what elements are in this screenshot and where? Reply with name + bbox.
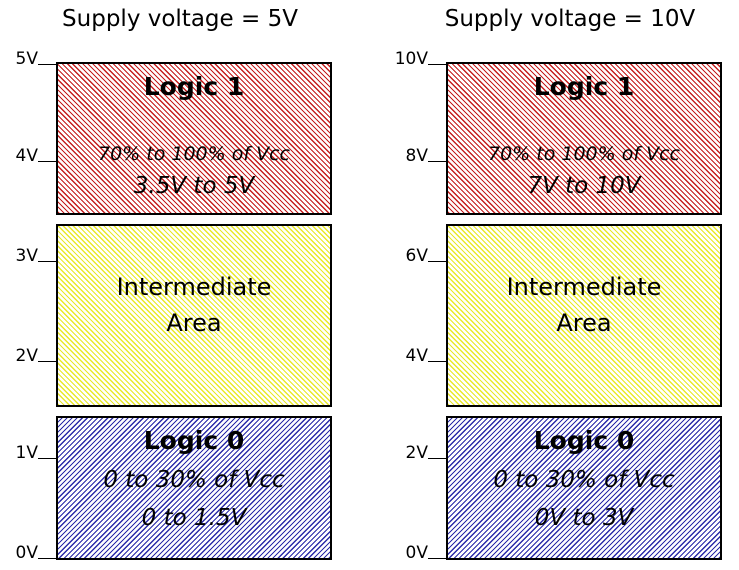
- y-tick: 1V: [0, 443, 56, 463]
- y-tick-label: 2V: [405, 443, 428, 463]
- y-tick-mark: [428, 64, 446, 65]
- panel-title: Supply voltage = 10V: [444, 6, 696, 32]
- intermediate-region: Intermediate Area: [446, 224, 722, 407]
- y-tick-mark: [38, 261, 56, 262]
- y-tick: 4V: [390, 346, 446, 366]
- logic-1-heading: Logic 1: [533, 72, 635, 101]
- y-tick-mark: [428, 458, 446, 459]
- intermediate-label-line1: Intermediate: [506, 273, 662, 301]
- y-tick-label: 0V: [405, 543, 428, 563]
- intermediate-label-line2: Area: [556, 309, 612, 337]
- intermediate-label-line2: Area: [166, 309, 222, 337]
- y-tick: 2V: [390, 443, 446, 463]
- y-tick-label: 5V: [15, 49, 38, 69]
- logic-0-voltage-range: 0 to 1.5V: [141, 505, 247, 531]
- y-tick-label: 4V: [15, 146, 38, 166]
- y-tick-mark: [428, 261, 446, 262]
- y-tick: 3V: [0, 246, 56, 266]
- y-tick: 8V: [390, 146, 446, 166]
- y-tick-mark: [428, 161, 446, 162]
- logic-1-region: Logic 1 70% to 100% of Vcc 3.5V to 5V: [56, 62, 332, 215]
- logic-0-voltage-range: 0V to 3V: [534, 505, 634, 531]
- y-tick-mark: [38, 64, 56, 65]
- logic-1-percent-range: 70% to 100% of Vcc: [488, 143, 680, 165]
- y-tick-mark: [38, 558, 56, 559]
- panel-title: Supply voltage = 5V: [62, 6, 298, 32]
- y-tick-label: 6V: [405, 246, 428, 266]
- y-tick-label: 8V: [405, 146, 428, 166]
- y-tick: 0V: [390, 543, 446, 563]
- y-tick-label: 2V: [15, 346, 38, 366]
- y-tick: 5V: [0, 49, 56, 69]
- y-tick: 0V: [0, 543, 56, 563]
- logic-0-percent-range: 0 to 30% of Vcc: [103, 467, 285, 493]
- panel-supply-10v: Supply voltage = 10V 10V 8V 6V 4V 2V 0V …: [390, 0, 739, 570]
- y-tick-mark: [38, 361, 56, 362]
- y-tick-mark: [38, 458, 56, 459]
- y-tick-mark: [38, 161, 56, 162]
- y-tick-mark: [428, 558, 446, 559]
- y-tick-label: 3V: [15, 246, 38, 266]
- logic-0-heading: Logic 0: [143, 426, 245, 455]
- y-tick-label: 4V: [405, 346, 428, 366]
- logic-0-heading: Logic 0: [533, 426, 635, 455]
- logic-1-voltage-range: 3.5V to 5V: [133, 173, 255, 199]
- intermediate-label-line1: Intermediate: [116, 273, 272, 301]
- logic-1-percent-range: 70% to 100% of Vcc: [98, 143, 290, 165]
- logic-1-region: Logic 1 70% to 100% of Vcc 7V to 10V: [446, 62, 722, 215]
- logic-1-voltage-range: 7V to 10V: [527, 173, 641, 199]
- logic-0-region: Logic 0 0 to 30% of Vcc 0V to 3V: [446, 416, 722, 560]
- y-tick: 4V: [0, 146, 56, 166]
- y-tick: 2V: [0, 346, 56, 366]
- y-tick-mark: [428, 361, 446, 362]
- panel-supply-5v: Supply voltage = 5V 5V 4V 3V 2V 1V 0V Lo…: [0, 0, 360, 570]
- y-tick-label: 10V: [394, 49, 428, 69]
- y-tick-label: 0V: [15, 543, 38, 563]
- logic-0-percent-range: 0 to 30% of Vcc: [493, 467, 675, 493]
- y-tick: 10V: [390, 49, 446, 69]
- intermediate-region: Intermediate Area: [56, 224, 332, 407]
- y-tick: 6V: [390, 246, 446, 266]
- logic-0-region: Logic 0 0 to 30% of Vcc 0 to 1.5V: [56, 416, 332, 560]
- logic-1-heading: Logic 1: [143, 72, 245, 101]
- y-tick-label: 1V: [15, 443, 38, 463]
